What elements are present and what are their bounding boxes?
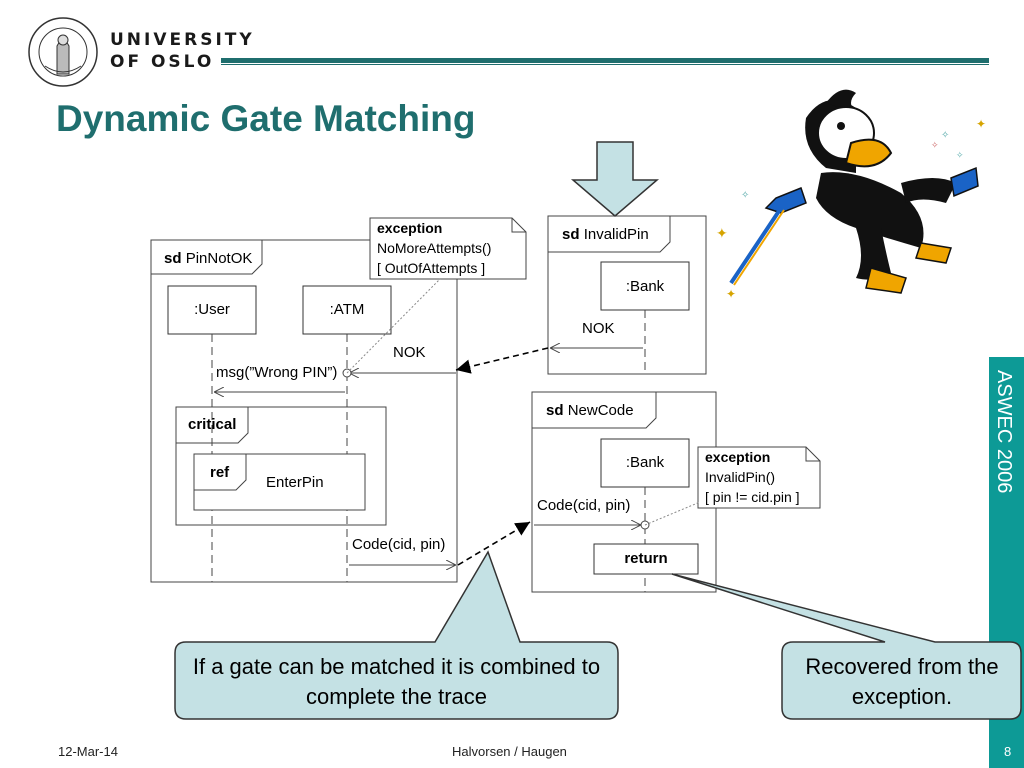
- svg-text:✧: ✧: [931, 140, 939, 150]
- frame-label-newcode: sd NewCode: [546, 402, 634, 419]
- message-code: Code(cid, pin): [352, 536, 446, 553]
- footer-date: 12-Mar-14: [58, 744, 118, 759]
- header-rule-thin: [221, 64, 989, 65]
- frame-keyword: sd: [164, 250, 182, 267]
- message-wrong-pin: msg(”Wrong PIN”): [216, 364, 338, 381]
- footer-authors: Halvorsen / Haugen: [452, 744, 567, 759]
- cartoon-duck-illustration: ✦ ✧ ✦ ✧ ✦ ✧ ✧: [716, 89, 986, 301]
- note2-keyword: exception: [705, 449, 771, 465]
- university-name-line2: OF OSLO: [110, 52, 215, 72]
- note2-line2: [ pin != cid.pin ]: [705, 489, 800, 505]
- frame-label-pinnotok: sd PinNotOK: [164, 250, 252, 267]
- frame-keyword: sd: [546, 402, 564, 419]
- lifeline-bank: :Bank: [625, 278, 665, 295]
- message-nok: NOK: [393, 344, 426, 361]
- callout-left-text: If a gate can be matched it is combined …: [192, 654, 601, 709]
- lifeline-user: :User: [194, 301, 230, 318]
- down-arrow-icon: [570, 141, 660, 217]
- message-code: Code(cid, pin): [537, 497, 631, 514]
- callout-right-text: Recovered from the exception.: [805, 654, 999, 709]
- svg-text:✦: ✦: [726, 287, 736, 301]
- svg-text:✧: ✧: [941, 130, 949, 141]
- svg-text:✧: ✧: [956, 150, 964, 160]
- lifeline-bank: :Bank: [625, 454, 665, 471]
- frame-name: NewCode: [567, 402, 634, 419]
- note1-line2: [ OutOfAttempts ]: [377, 260, 486, 276]
- ref-keyword: ref: [210, 464, 230, 481]
- frame-name: PinNotOK: [185, 250, 253, 267]
- return-box: return: [624, 550, 668, 567]
- frame-name: InvalidPin: [583, 226, 649, 243]
- fragment-critical: critical: [188, 416, 237, 433]
- svg-text:✧: ✧: [741, 190, 749, 201]
- svg-text:✦: ✦: [976, 117, 986, 131]
- header-rule: [221, 58, 989, 63]
- lifeline-atm: :ATM: [329, 301, 365, 318]
- svg-text:✦: ✦: [716, 225, 728, 241]
- page-title: Dynamic Gate Matching: [56, 98, 476, 139]
- university-name-line1: UNIVERSITY: [110, 30, 255, 50]
- note2-line1: InvalidPin(): [705, 469, 776, 485]
- note1-keyword: exception: [377, 220, 443, 236]
- ref-enterpin: EnterPin: [266, 474, 324, 491]
- frame-label-invalidpin: sd InvalidPin: [562, 226, 649, 243]
- message-nok: NOK: [582, 320, 615, 337]
- note1-line1: NoMoreAttempts(): [377, 240, 492, 256]
- frame-keyword: sd: [562, 226, 580, 243]
- university-seal-icon: [28, 17, 98, 87]
- footer-page-number: 8: [1004, 744, 1012, 759]
- conference-label: ASWEC 2006: [993, 370, 1015, 494]
